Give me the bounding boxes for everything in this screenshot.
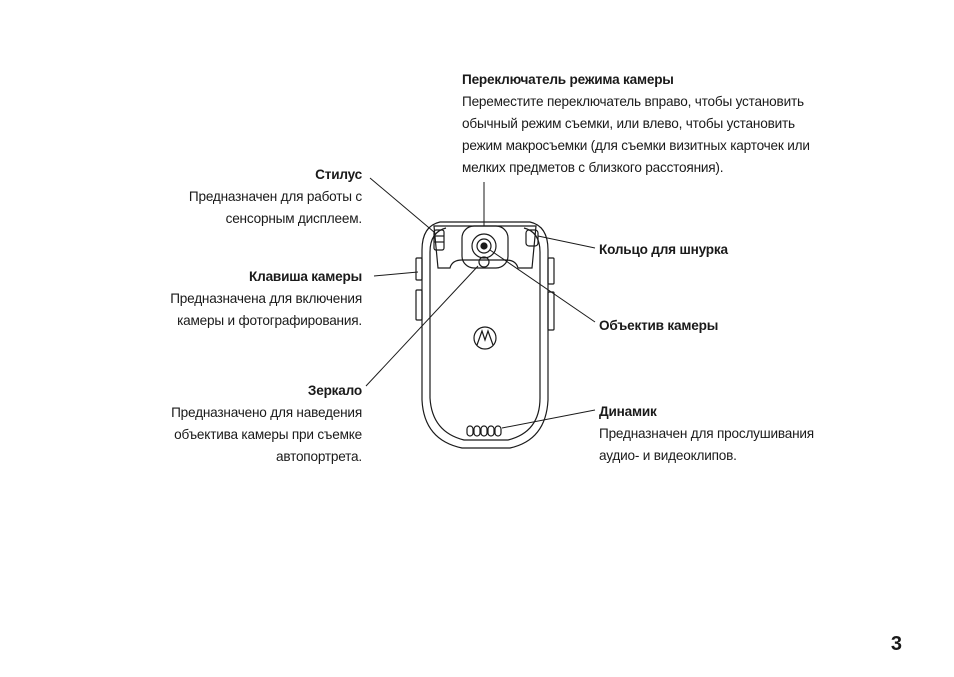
leader-mirror [365,265,479,387]
callout-description: Предназначен для прослушивания аудио- и … [599,426,814,463]
camera-housing [461,225,509,269]
leader-camera-key [373,271,419,277]
leader-lanyard-ring [537,235,596,249]
callout-camera-key: Клавиша камеры Предназначена для включен… [120,266,362,332]
leader-camera-lens [489,249,596,323]
phone-back-illustration [415,221,555,449]
phone-body-outline [421,221,549,449]
callout-mirror: Зеркало Предназначено для наведения объе… [120,380,362,468]
camera-panel [433,225,537,269]
callout-stylus: Стилус Предназначен для работы с сенсорн… [120,164,362,230]
mirror-shape [478,256,490,268]
speaker-grille [466,425,502,437]
leader-speaker [501,409,596,429]
callout-camera-lens: Объектив камеры [599,315,859,337]
callout-speaker: Динамик Предназначен для прослушивания а… [599,401,859,467]
leader-lines [365,177,596,429]
stylus-slot [433,229,445,251]
camera-lens-outer [471,233,497,259]
callout-description: Предназначен для работы с сенсорным дисп… [188,189,362,226]
page-number: 3 [890,633,902,655]
side-key-right-1 [547,257,555,285]
lanyard-ring-shape [525,229,539,247]
motorola-logo-icon [473,326,497,350]
callout-title: Зеркало [307,383,362,398]
camera-lens-core [480,242,488,250]
callout-title: Объектив камеры [599,318,719,333]
side-key-left-2 [415,289,423,321]
phone-body-inner [429,227,541,441]
camera-lens-inner [476,238,492,254]
leader-stylus [369,177,435,233]
side-key-right-2 [547,291,555,331]
side-key-left-1 [415,257,423,281]
callout-description: Переместите переключатель вправо, чтобы … [462,94,810,175]
callout-title: Переключатель режима камеры [462,72,674,87]
callout-title: Стилус [315,167,362,182]
callout-title: Клавиша камеры [249,269,362,284]
callout-description: Предназначена для включения камеры и фот… [170,291,362,328]
callout-title: Динамик [599,404,657,419]
callout-lanyard-ring: Кольцо для шнурка [599,239,859,261]
callout-title: Кольцо для шнурка [599,242,728,257]
callout-camera-mode-switch: Переключатель режима камеры Переместите … [462,69,882,179]
callout-description: Предназначено для наведения объектива ка… [171,405,362,464]
